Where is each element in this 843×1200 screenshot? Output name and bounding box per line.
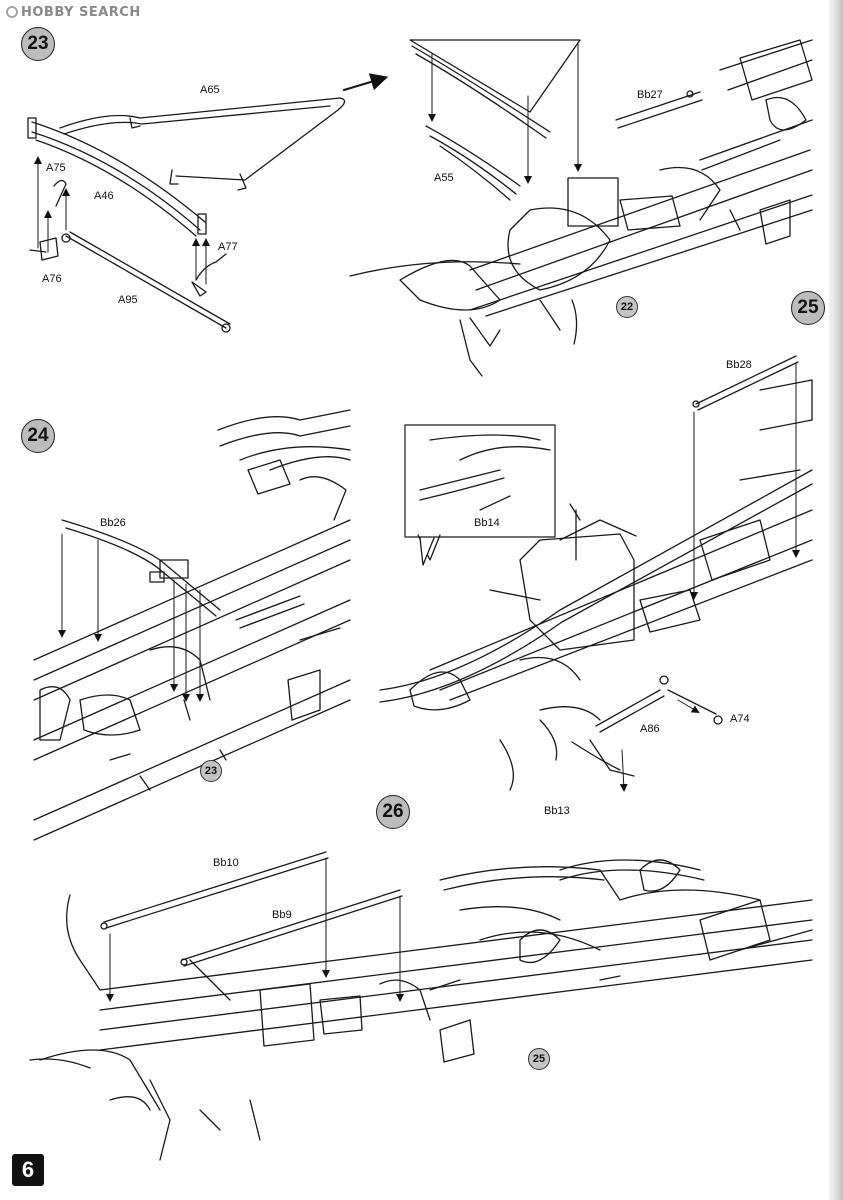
part-label-a55: A55 (434, 172, 454, 184)
step-number-24: 24 (21, 419, 55, 453)
part-label-bb28: Bb28 (726, 359, 752, 371)
part-label-a76: A76 (42, 273, 62, 285)
step24-arrows (58, 533, 204, 702)
reference-step-25: 25 (528, 1048, 550, 1070)
step23-parts-drawing (27, 97, 346, 333)
step-number-26: 26 (376, 795, 410, 829)
watermark-logo-icon (6, 6, 18, 18)
part-label-bb27: Bb27 (637, 89, 663, 101)
part-label-a86: A86 (640, 723, 660, 735)
part-label-bb9: Bb9 (272, 909, 292, 921)
step23-chassis-drawing (349, 39, 813, 377)
step-number-25: 25 (791, 291, 825, 325)
reference-step-23: 23 (200, 760, 222, 782)
step23-arrows (34, 156, 210, 285)
part-label-bb26: Bb26 (100, 517, 126, 529)
part-label-a65: A65 (200, 84, 220, 96)
part-label-bb13: Bb13 (544, 805, 570, 817)
part-label-a75: A75 (46, 162, 66, 174)
part-label-a77: A77 (218, 241, 238, 253)
part-label-bb10: Bb10 (213, 857, 239, 869)
part-label-a95: A95 (118, 294, 138, 306)
step26-drawing (29, 851, 813, 1161)
step26-arrows (106, 857, 404, 1002)
reference-step-22: 22 (616, 296, 638, 318)
page-number: 6 (12, 1154, 44, 1186)
step24-drawing (33, 409, 351, 841)
part-label-a74: A74 (730, 713, 750, 725)
step25-drawing (379, 355, 813, 791)
part-label-a46: A46 (94, 190, 114, 202)
watermark: HOBBY SEARCH (6, 5, 141, 20)
step23-chassis-arrows (428, 43, 582, 184)
step23-flow-arrow (342, 73, 389, 92)
step25-arrows (619, 363, 800, 792)
step-number-23: 23 (21, 27, 55, 61)
part-label-bb14: Bb14 (474, 517, 500, 529)
inset-pointer (419, 537, 435, 566)
page-edge (829, 0, 843, 1200)
